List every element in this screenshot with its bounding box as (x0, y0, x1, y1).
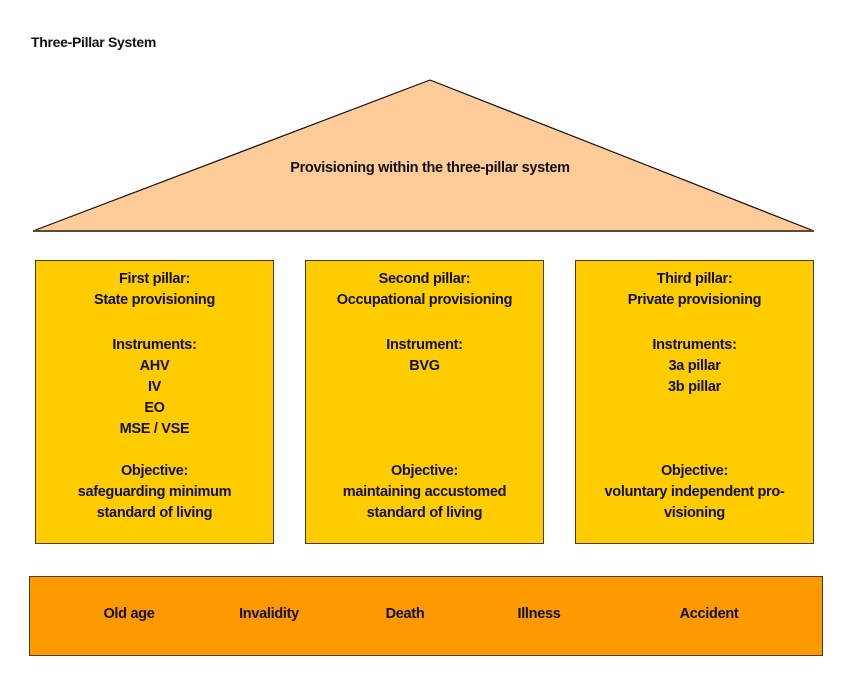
objective-label: Objective: (660, 463, 729, 479)
roof-shape (33, 80, 814, 231)
roof-left-edge (32, 79, 431, 232)
instrument-item: AHV (139, 358, 170, 374)
pillar-number: Second pillar: (378, 271, 471, 287)
risk-illness: Illness (517, 606, 561, 622)
pillar-second: Second pillar: Occupational provisioning… (305, 260, 544, 544)
pillar-third: Third pillar: Private provisioning Instr… (575, 260, 814, 544)
risk-accident: Accident (679, 606, 739, 622)
objective-text: standard of living (96, 505, 213, 521)
objective-label: Objective: (390, 463, 459, 479)
pillar-type: State provisioning (93, 292, 216, 308)
pillar-number: First pillar: (118, 271, 191, 287)
pillar-objective: Objective: safeguarding minimum standard… (36, 461, 273, 524)
objective-text: maintaining accustomed (342, 484, 507, 500)
pillar-objective: Objective: maintaining accustomed standa… (306, 461, 543, 524)
instruments-label: Instruments: (112, 337, 197, 353)
pillar-number: Third pillar: (656, 271, 733, 287)
risk-death: Death (385, 606, 425, 622)
objective-text: visioning (664, 505, 725, 521)
instrument-item: BVG (409, 358, 440, 374)
pillar-type: Occupational provisioning (336, 292, 513, 308)
pillar-type: Private provisioning (627, 292, 762, 308)
risk-invalidity: Invalidity (239, 606, 299, 622)
instruments-label: Instrument: (386, 337, 463, 353)
pillar-heading: Third pillar: Private provisioning (576, 269, 813, 311)
roof-label: Provisioning within the three-pillar sys… (290, 160, 570, 176)
diagram-title: Three-Pillar System (31, 34, 157, 50)
instrument-item: MSE / VSE (119, 421, 190, 437)
instrument-item: IV (147, 379, 162, 395)
pillar-heading: First pillar: State provisioning (36, 269, 273, 311)
pillar-first: First pillar: State provisioning Instrum… (35, 260, 274, 544)
instrument-item: 3b pillar (668, 379, 721, 395)
risk-old-age: Old age (103, 606, 155, 622)
pillar-instruments: Instruments: 3a pillar 3b pillar (576, 335, 813, 398)
instrument-item: EO (144, 400, 165, 416)
risks-foundation: Old age Invalidity Death Illness Acciden… (29, 576, 823, 656)
instrument-item: 3a pillar (668, 358, 721, 374)
pillar-instruments: Instrument: BVG (306, 335, 543, 377)
pillar-instruments: Instruments: AHV IV EO MSE / VSE (36, 335, 273, 440)
roof-triangle (32, 79, 815, 232)
pillar-objective: Objective: voluntary independent pro- vi… (576, 461, 813, 524)
instruments-label: Instruments: (652, 337, 737, 353)
roof-right-edge (429, 79, 815, 232)
pillar-heading: Second pillar: Occupational provisioning (306, 269, 543, 311)
objective-text: standard of living (366, 505, 483, 521)
objective-text: voluntary independent pro- (604, 484, 785, 500)
objective-text: safeguarding minimum (77, 484, 232, 500)
objective-label: Objective: (120, 463, 189, 479)
